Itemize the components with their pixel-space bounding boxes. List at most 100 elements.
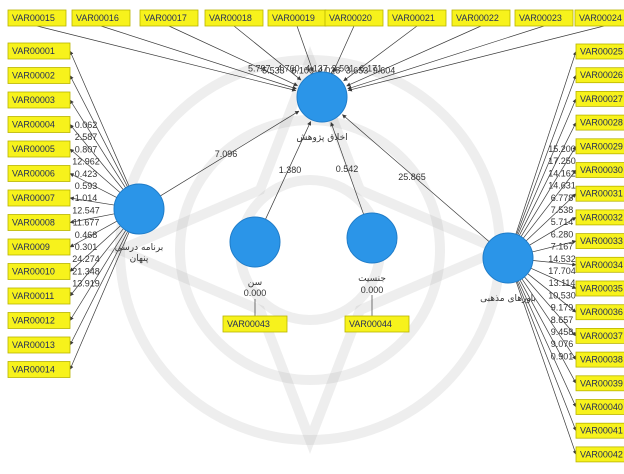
indicator-var00041[interactable]: VAR00041 — [575, 422, 624, 439]
indicator-box[interactable] — [575, 280, 624, 297]
indicator-var00024[interactable]: VAR00024 — [574, 9, 624, 27]
indicator-var00035[interactable]: VAR00035 — [575, 280, 624, 297]
indicator-box[interactable] — [575, 114, 624, 131]
indicator-var00036[interactable]: VAR00036 — [575, 304, 624, 321]
indicator-var00026[interactable]: VAR00026 — [575, 67, 624, 84]
indicator-var00033[interactable]: VAR00033 — [575, 233, 624, 250]
indicator-box[interactable] — [575, 233, 624, 250]
latent-ethics-node[interactable] — [296, 71, 348, 123]
indicator-box[interactable] — [7, 287, 71, 305]
coef-var00018: 6.106 — [291, 65, 314, 75]
indicator-var00039[interactable]: VAR00039 — [575, 375, 624, 392]
indicator-var00019[interactable]: VAR00019 — [267, 9, 327, 27]
indicator-box[interactable] — [7, 91, 71, 109]
indicator-box[interactable] — [222, 315, 288, 333]
indicator-box[interactable] — [575, 375, 624, 392]
indicator-var00043[interactable]: VAR00043 — [222, 315, 288, 333]
indicator-var00011[interactable]: VAR00011 — [7, 287, 71, 305]
indicator-var00007[interactable]: VAR00007 — [7, 189, 71, 207]
indicator-box[interactable] — [7, 361, 71, 378]
indicator-var00010[interactable]: VAR00010 — [7, 263, 71, 280]
indicator-var00020[interactable]: VAR00020 — [324, 9, 384, 27]
indicator-var00001[interactable]: VAR00001 — [7, 42, 71, 60]
indicator-var00029[interactable]: VAR00029 — [575, 138, 624, 155]
indicator-var00028[interactable]: VAR00028 — [575, 114, 624, 131]
indicator-box[interactable] — [7, 42, 71, 60]
indicator-var00032[interactable]: VAR00032 — [575, 209, 624, 226]
indicator-box[interactable] — [575, 327, 624, 344]
indicator-box[interactable] — [71, 9, 131, 27]
indicator-box[interactable] — [575, 91, 624, 107]
indicator-box[interactable] — [7, 336, 71, 354]
indicator-box[interactable] — [7, 140, 71, 158]
indicator-box[interactable] — [575, 138, 624, 155]
indicator-var00003[interactable]: VAR00003 — [7, 91, 71, 109]
indicator-box[interactable] — [7, 214, 71, 231]
indicator-var00044[interactable]: VAR00044 — [344, 315, 410, 333]
indicator-box[interactable] — [575, 304, 624, 321]
indicator-box[interactable] — [344, 315, 410, 333]
indicator-var00038[interactable]: VAR00038 — [575, 351, 624, 368]
indicator-box[interactable] — [575, 256, 624, 273]
indicator-box[interactable] — [575, 67, 624, 84]
indicator-box[interactable] — [451, 9, 511, 27]
indicator-box[interactable] — [575, 422, 624, 439]
indicator-var00030[interactable]: VAR00030 — [575, 162, 624, 178]
indicator-var00015[interactable]: VAR00015 — [7, 9, 67, 27]
indicator-var00012[interactable]: VAR00012 — [7, 312, 71, 329]
indicator-box[interactable] — [575, 209, 624, 226]
indicator-box[interactable] — [575, 446, 624, 463]
latent-religion[interactable]: باورهای مذهبی — [480, 232, 536, 304]
indicator-box[interactable] — [574, 9, 624, 27]
indicator-box[interactable] — [7, 312, 71, 329]
indicator-box[interactable] — [7, 189, 71, 207]
indicator-box[interactable] — [575, 351, 624, 368]
indicator-var00027[interactable]: VAR00027 — [575, 91, 624, 107]
indicator-box[interactable] — [387, 9, 447, 27]
indicator-box[interactable] — [575, 185, 624, 202]
indicator-var00042[interactable]: VAR00042 — [575, 446, 624, 463]
indicator-var00022[interactable]: VAR00022 — [451, 9, 511, 27]
edge-var00001 — [69, 50, 130, 187]
indicator-var00031[interactable]: VAR00031 — [575, 185, 624, 202]
latent-religion-node[interactable] — [482, 232, 534, 284]
indicator-var00002[interactable]: VAR00002 — [7, 67, 71, 84]
indicator-var00021[interactable]: VAR00021 — [387, 9, 447, 27]
indicator-var00016[interactable]: VAR00016 — [71, 9, 131, 27]
indicator-var00018[interactable]: VAR00018 — [204, 9, 264, 27]
latent-ethics[interactable]: اخلاق پژوهش — [296, 71, 348, 143]
indicator-var00023[interactable]: VAR00023 — [514, 9, 574, 27]
indicator-box[interactable] — [575, 162, 624, 178]
indicator-box[interactable] — [7, 116, 71, 133]
indicator-var0009[interactable]: VAR0009 — [7, 238, 71, 256]
indicator-box[interactable] — [139, 9, 199, 27]
indicator-box[interactable] — [7, 9, 67, 27]
indicator-box[interactable] — [7, 165, 71, 182]
indicator-box[interactable] — [575, 399, 624, 415]
latent-age[interactable]: سن 0.000 — [229, 216, 281, 298]
indicator-var00025[interactable]: VAR00025 — [575, 43, 624, 60]
indicator-box[interactable] — [7, 263, 71, 280]
indicator-var00040[interactable]: VAR00040 — [575, 399, 624, 415]
indicator-box[interactable] — [575, 43, 624, 60]
indicator-var00037[interactable]: VAR00037 — [575, 327, 624, 344]
indicator-box[interactable] — [324, 9, 384, 27]
latent-gender-node[interactable] — [346, 212, 398, 264]
indicator-var00006[interactable]: VAR00006 — [7, 165, 71, 182]
indicator-box[interactable] — [7, 67, 71, 84]
indicator-var00013[interactable]: VAR00013 — [7, 336, 71, 354]
indicator-var00014[interactable]: VAR00014 — [7, 361, 71, 378]
latent-gender[interactable]: جنسیت 0.000 — [346, 212, 398, 295]
indicator-box[interactable] — [514, 9, 574, 27]
indicator-box[interactable] — [204, 9, 264, 27]
indicator-box[interactable] — [7, 238, 71, 256]
indicator-var00017[interactable]: VAR00017 — [139, 9, 199, 27]
latent-age-node[interactable] — [229, 216, 281, 268]
indicator-var00005[interactable]: VAR00005 — [7, 140, 71, 158]
indicator-var00034[interactable]: VAR00034 — [575, 256, 624, 273]
latent-curriculum-node[interactable] — [113, 183, 165, 235]
indicator-var00004[interactable]: VAR00004 — [7, 116, 71, 133]
indicator-var00008[interactable]: VAR00008 — [7, 214, 71, 231]
